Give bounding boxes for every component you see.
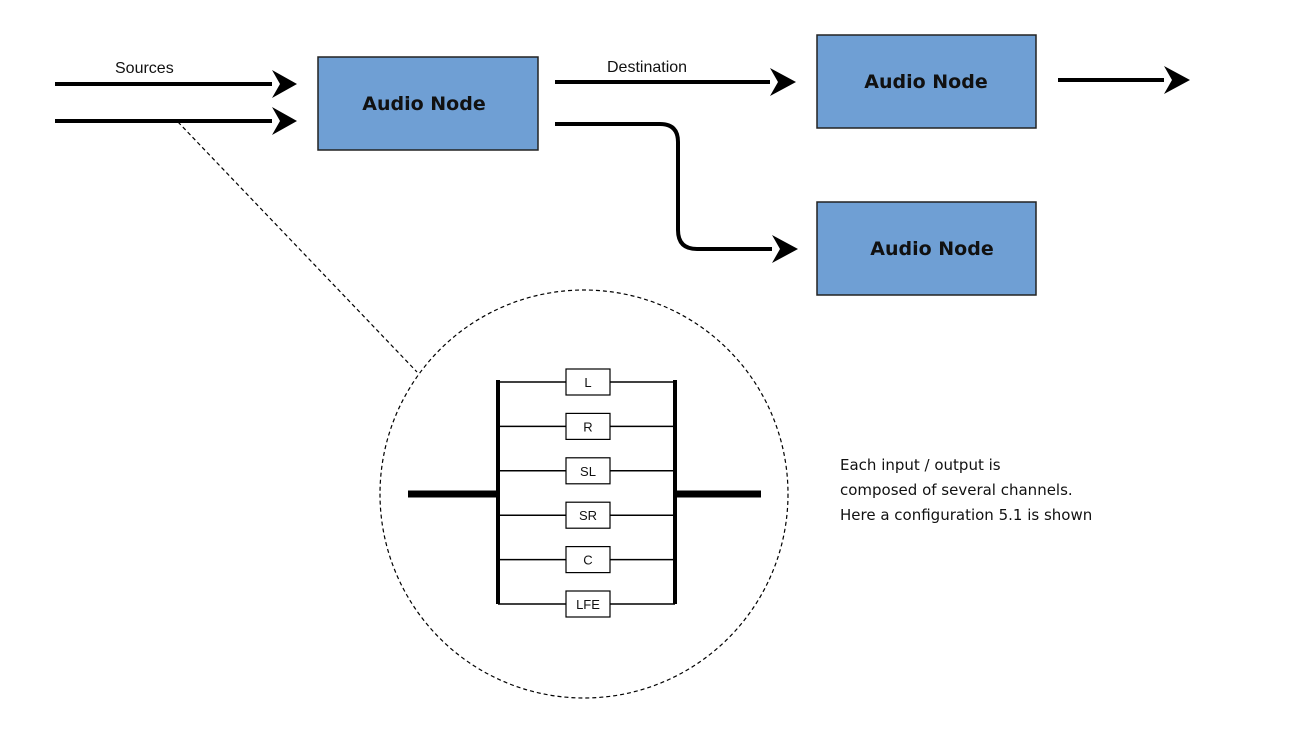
channel-box [565, 590, 611, 618]
channel-row-sr: SR [498, 501, 675, 529]
source-arrow-1 [55, 70, 297, 98]
channel-row-lfe: LFE [498, 590, 675, 618]
zoom-connector-line [177, 121, 418, 373]
channel-row-r: R [498, 412, 675, 440]
note-line-1: Each input / output is [840, 456, 1001, 474]
audio-node-destination-top[interactable]: Audio Node [816, 34, 1037, 129]
sources-label: Sources [115, 60, 174, 77]
channel-label: L [584, 375, 591, 390]
output-arrow [1058, 66, 1190, 94]
destination-label: Destination [607, 59, 687, 76]
zoom-circle [379, 289, 789, 699]
note-line-2: composed of several channels. [840, 481, 1073, 499]
channel-row-sl: SL [498, 457, 675, 485]
audio-node-destination-top-label: Audio Node [864, 71, 987, 93]
channel-label: LFE [576, 597, 600, 612]
channel-box [565, 457, 611, 485]
audio-node-destination-bottom-label: Audio Node [870, 238, 993, 260]
channel-label: SL [580, 464, 596, 479]
source-arrow-2 [55, 107, 297, 135]
audio-node-destination-bottom[interactable]: Audio Node [816, 201, 1037, 296]
branch-arrow [555, 122, 798, 263]
audio-node-input-label: Audio Node [362, 93, 485, 115]
audio-node-input[interactable]: Audio Node [317, 56, 539, 151]
channel-breakout: L R SL SR C LFE [408, 368, 761, 618]
channel-row-l: L [498, 368, 675, 396]
channel-box [565, 501, 611, 529]
destination-arrow [555, 68, 796, 96]
channel-box [565, 368, 611, 396]
channel-box [565, 545, 611, 574]
channel-note: Each input / output is composed of sever… [840, 456, 1092, 524]
channel-box [565, 412, 611, 440]
channel-label: C [583, 553, 592, 568]
channel-label: SR [579, 508, 597, 523]
note-line-3: Here a configuration 5.1 is shown [840, 506, 1092, 524]
channel-label: R [583, 419, 592, 434]
channel-row-c: C [498, 545, 675, 574]
